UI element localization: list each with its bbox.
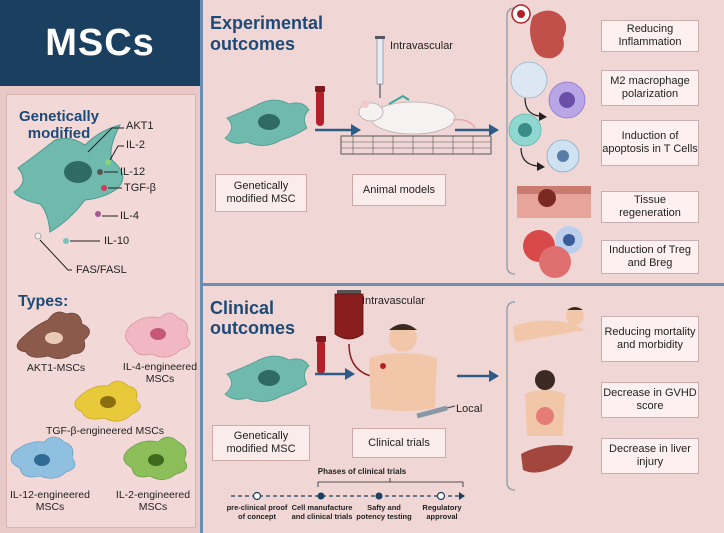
horizontal-divider (203, 283, 724, 286)
syringe-icon (375, 36, 385, 98)
clinical-local-route-label: Local (456, 403, 483, 415)
gene-label-il12: IL-12 (120, 166, 146, 178)
phase-manufacture: Cell manufacture and clinical trials (291, 503, 353, 521)
phases-timeline (231, 478, 465, 501)
genetically-modified-title: Genetically modified (18, 108, 100, 142)
vertical-divider (200, 0, 203, 533)
experimental-diagram (224, 4, 591, 278)
reclining-patient-icon (513, 307, 585, 342)
type-label-akt1: AKT1-MSCs (26, 362, 86, 374)
il4-msc-icon (125, 312, 191, 358)
outcome-reducing-inflammation: Reducing Inflammation (601, 20, 699, 52)
akt1-msc-icon (16, 311, 90, 359)
types-title: Types: (18, 293, 69, 310)
phase-safety: Safty and potency testing (356, 503, 412, 521)
outcome-treg-breg: Induction of Treg and Breg (601, 240, 699, 274)
gene-label-fas-fasl: FAS/FASL (76, 264, 127, 276)
clinical-trials-box: Clinical trials (352, 428, 446, 458)
il12-msc-icon (10, 436, 76, 479)
mouse-icon (358, 94, 476, 135)
gene-label-akt1: AKT1 (126, 120, 154, 132)
phase-regulatory: Regulatory approval (422, 503, 462, 521)
clinical-gm-msc-box: Genetically modified MSC (212, 425, 310, 461)
patient-icon (369, 324, 437, 411)
il2-msc-icon (123, 436, 188, 480)
gene-label-il10: IL-10 (104, 235, 130, 247)
treg-breg-icon (523, 226, 583, 278)
experimental-msc-icon (224, 99, 310, 146)
gene-label-il4: IL-4 (120, 210, 139, 222)
cage-grid (340, 135, 492, 155)
type-label-il4: IL-4-engineered MSCs (122, 361, 198, 385)
blood-tube-icon (315, 86, 325, 126)
outcome-liver: Decrease in liver injury (601, 438, 699, 474)
gvhd-back-icon (525, 370, 565, 436)
clinical-iv-route-label: Intravascular (362, 295, 425, 307)
gm-msc-nucleus (64, 161, 92, 183)
phase-preclinical: pre-clinical proof of concept (226, 503, 288, 521)
experimental-title-line1: Experimental (210, 13, 324, 33)
experimental-title-line2: outcomes (210, 34, 296, 54)
gm-cell-diagram (13, 124, 124, 271)
clinical-title-line2: outcomes (210, 318, 296, 338)
type-label-il12: IL-12-engineered MSCs (10, 489, 90, 513)
clinical-title-line1: Clinical (210, 298, 275, 318)
outcome-tissue-regeneration: Tissue regeneration (601, 191, 699, 223)
local-syringe-icon (416, 405, 456, 419)
outcome-gvhd: Decrease in GVHD score (601, 382, 699, 418)
animal-models-box: Animal models (352, 174, 446, 206)
clinical-msc-icon (224, 355, 310, 402)
kidney-inflammation-icon (511, 4, 567, 59)
t-cell-apoptosis-icon (508, 113, 580, 173)
tgfb-msc-icon (74, 380, 141, 422)
clinical-diagram (224, 290, 585, 501)
gene-label-tgfb: TGF-β (124, 182, 156, 194)
type-label-tgfb: TGF-β-engineered MSCs (45, 425, 165, 437)
msc-title: MSCs (0, 0, 200, 86)
liver-icon (521, 445, 573, 473)
type-label-il2: IL-2-engineered MSCs (115, 489, 191, 513)
gene-label-il2: IL-2 (126, 139, 145, 151)
clinical-blood-tube-icon (316, 336, 326, 374)
outcome-mortality: Reducing mortality and morbidity (601, 316, 699, 362)
outcome-m2-polarization: M2 macrophage polarization (601, 70, 699, 106)
experimental-gm-msc-box: Genetically modified MSC (215, 174, 307, 212)
phases-title: Phases of clinical trials (317, 467, 407, 476)
type-cells (10, 311, 191, 480)
tissue-regeneration-icon (517, 186, 591, 218)
experimental-route-label: Intravascular (390, 40, 453, 52)
outcome-t-cell-apoptosis: Induction of apoptosis in T Cells (601, 120, 699, 166)
macrophage-icon (510, 61, 586, 121)
